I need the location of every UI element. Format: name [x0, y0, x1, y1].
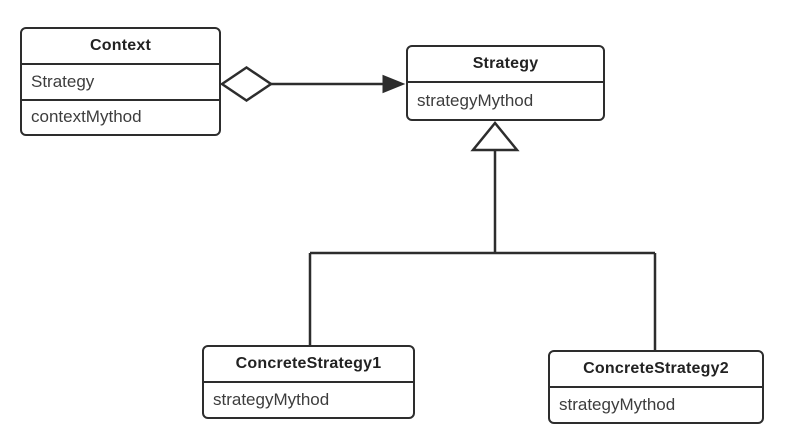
hollow-triangle-icon [470, 121, 520, 152]
aggregation-connector-context-strategy [219, 65, 406, 103]
class-box-strategy: Strategy strategyMythod [406, 45, 605, 121]
class-method-strategymythod: strategyMythod [417, 91, 534, 110]
class-title-concretestrategy1: ConcreteStrategy1 [204, 347, 413, 383]
generalization-connector-tree [308, 121, 657, 350]
class-method-strategymythod: strategyMythod [213, 390, 330, 409]
class-box-concretestrategy2: ConcreteStrategy2 strategyMythod [548, 350, 764, 424]
class-box-context: Context Strategy contextMythod [20, 27, 221, 136]
class-title-context: Context [22, 29, 219, 65]
filled-arrowhead-icon [382, 74, 406, 94]
class-title-concretestrategy2: ConcreteStrategy2 [550, 352, 762, 388]
class-attribute-strategy: Strategy [31, 71, 95, 91]
class-method-strategymythod: strategyMythod [559, 395, 676, 414]
hollow-diamond-icon [219, 65, 274, 103]
class-method-contextmythod: contextMythod [22, 98, 219, 135]
generalization-lines [308, 150, 657, 350]
class-box-concretestrategy1: ConcreteStrategy1 strategyMythod [202, 345, 415, 419]
class-title-strategy: Strategy [408, 47, 603, 83]
